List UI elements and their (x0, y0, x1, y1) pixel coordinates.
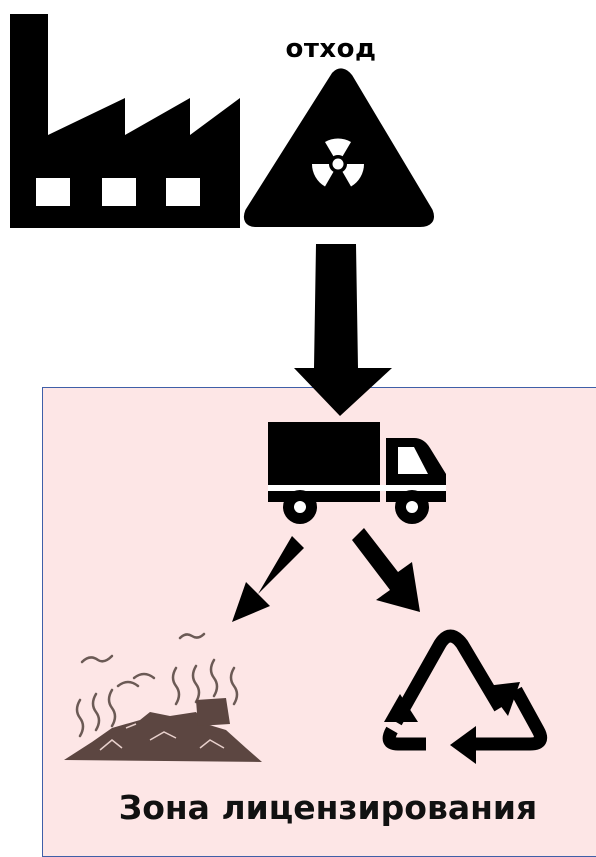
arrow-to-landfill-icon (232, 536, 304, 622)
landfill-icon (64, 634, 262, 762)
recycle-icon (389, 636, 541, 744)
licensing-zone-label: Зона лицензирования (60, 788, 596, 827)
arrow-to-recycling-icon (352, 528, 420, 612)
down-arrow-icon (294, 244, 392, 416)
radiation-warning-icon (249, 73, 429, 222)
waste-label: отход (276, 34, 386, 64)
truck-icon (268, 422, 446, 524)
factory-icon (10, 14, 240, 228)
